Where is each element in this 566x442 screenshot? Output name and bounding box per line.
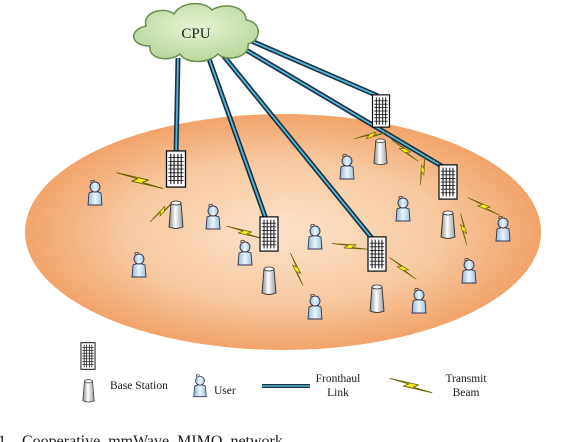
figure-caption: 1. Cooperative mmWave MIMO network <box>0 433 283 442</box>
base-station-icon <box>165 150 187 188</box>
cpu-label: CPU <box>181 26 210 42</box>
antenna-icon <box>82 379 95 403</box>
legend-beam-line1: Transmit <box>445 373 487 385</box>
antenna-icon <box>261 266 277 295</box>
fronthaul-links <box>173 33 447 244</box>
user-icon <box>193 374 207 398</box>
base-station-icon <box>438 164 458 200</box>
cloud-icon <box>133 2 259 63</box>
legend-fronthaul-line1: Fronthaul <box>316 373 361 385</box>
legend-user: User <box>214 385 236 397</box>
coverage-area <box>25 114 541 350</box>
fronthaul-link <box>234 41 447 171</box>
legend-beam-line2: Beam <box>453 387 480 399</box>
antenna-icon <box>373 138 388 166</box>
fronthaul-link <box>173 57 181 157</box>
fronthaul-link <box>220 52 377 244</box>
legend-fronthaul-line2: Link <box>327 387 349 399</box>
antenna-icon <box>168 200 184 229</box>
fronthaul-link <box>205 55 270 223</box>
antenna-icon <box>440 210 456 239</box>
base-station-icon <box>80 342 96 370</box>
base-station-icon <box>367 236 387 272</box>
lightning-icon <box>389 377 433 394</box>
fronthaul-link <box>239 33 379 99</box>
antenna-icon <box>369 284 385 313</box>
base-station-icon <box>259 216 279 252</box>
legend-base-station: Base Station <box>110 380 168 392</box>
cpu-cloud: CPU <box>133 2 259 63</box>
legend: Base Station User Fronthaul Link Transmi… <box>80 342 487 403</box>
base-station-icon <box>371 94 391 128</box>
